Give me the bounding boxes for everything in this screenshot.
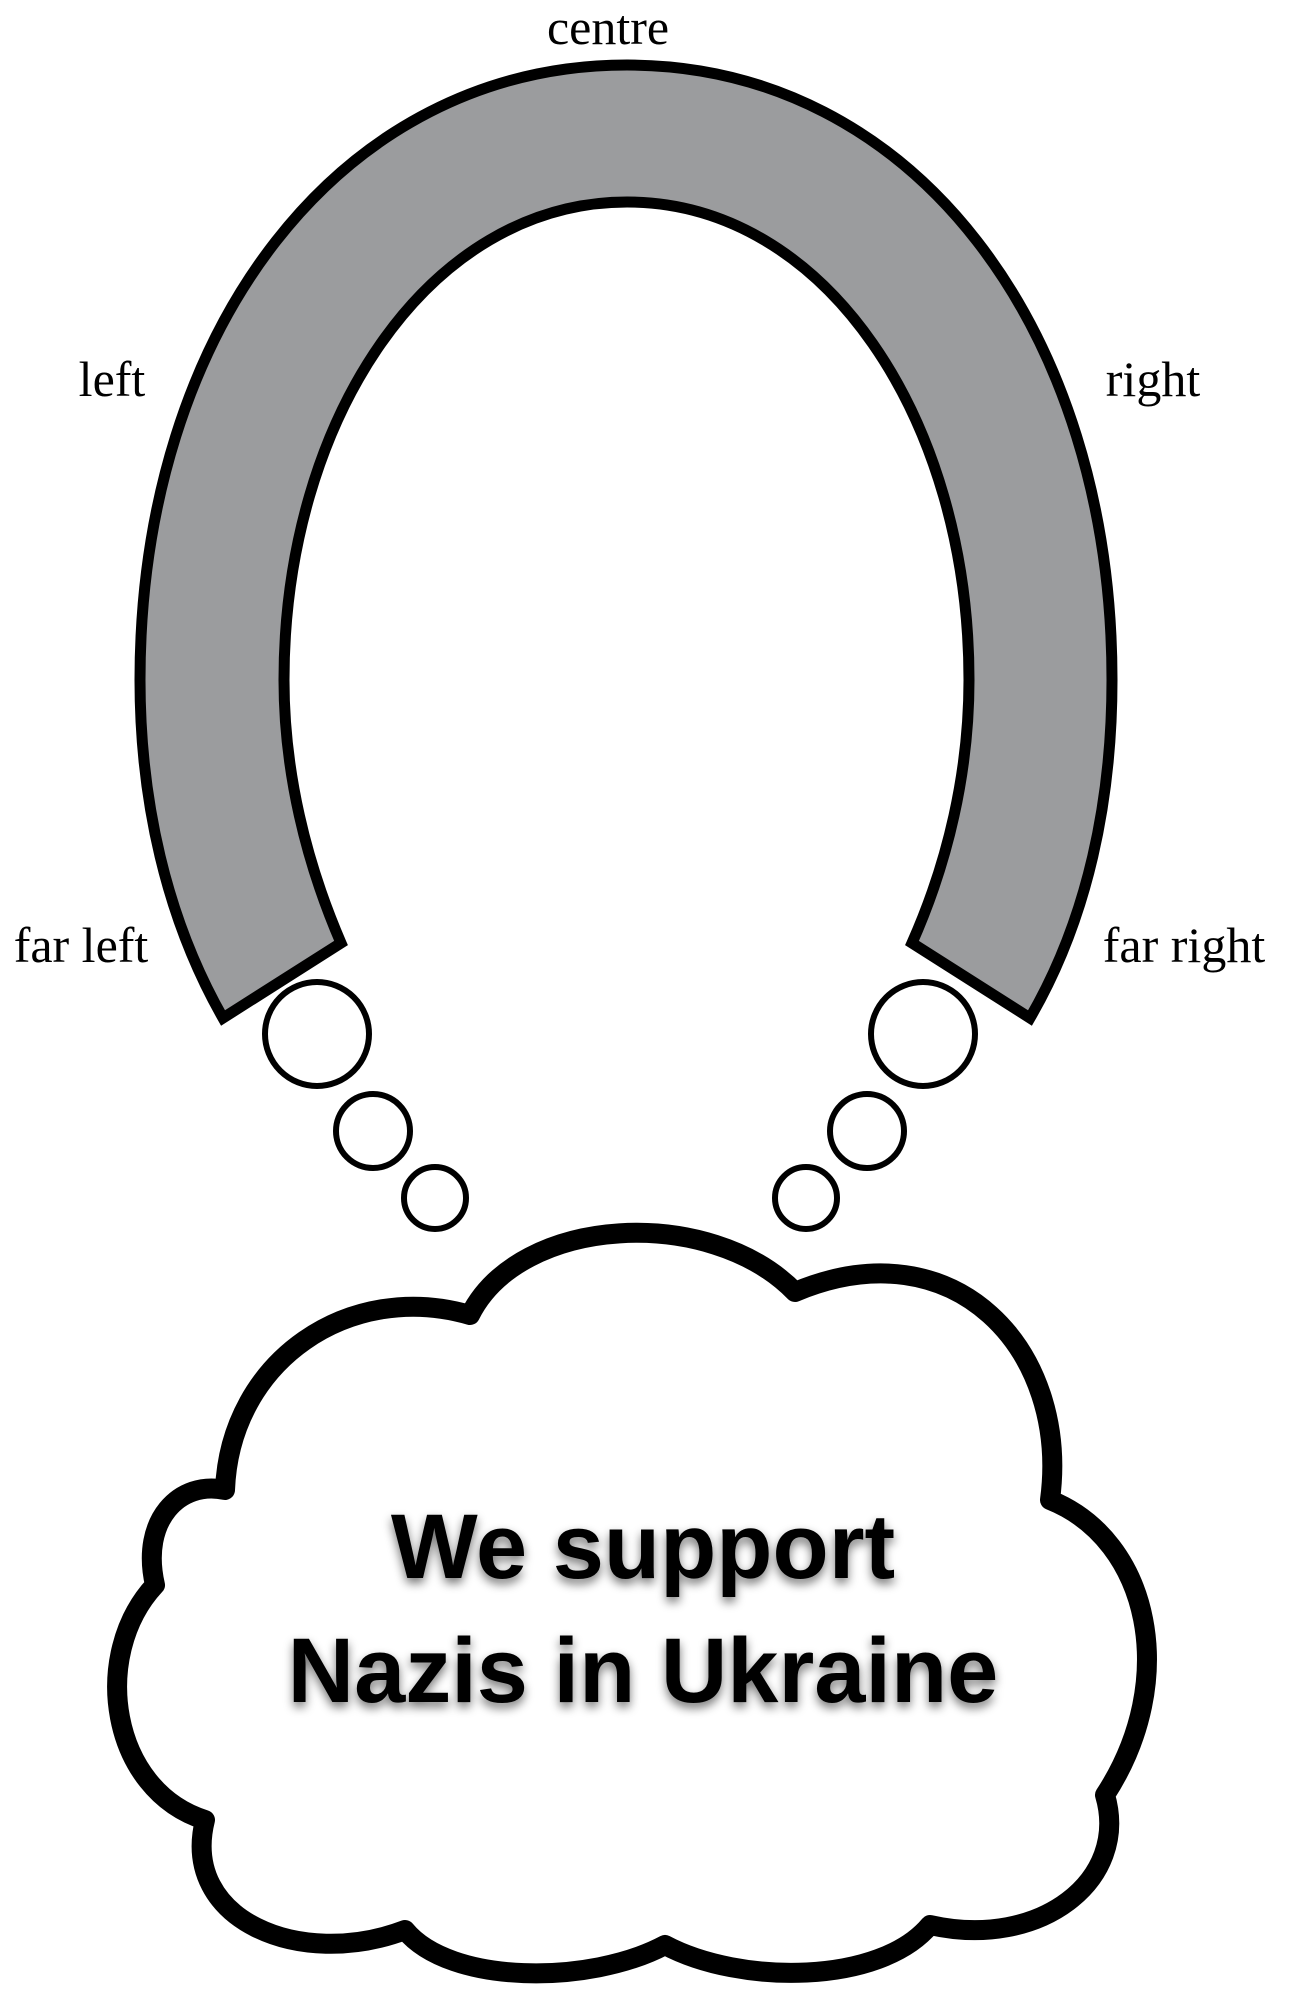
thought-bubble-right-small [772,1164,840,1232]
label-centre: centre [547,0,669,55]
thought-bubble-right-large [868,979,978,1089]
label-right: right [1106,351,1201,407]
label-far-right: far right [1103,917,1266,973]
thought-cloud [107,1222,1157,1984]
thought-bubble-left-small [401,1164,469,1232]
horseshoe-arc [134,59,1118,1026]
thought-bubble-right-medium [827,1091,907,1171]
cloud-text-line-1: We support [391,1496,895,1598]
label-far-left: far left [14,917,149,973]
cloud-text-line-2: Nazis in Ukraine [288,1620,999,1722]
thought-bubble-left-medium [333,1091,413,1171]
label-left: left [79,351,146,407]
thought-bubble-left-large [262,979,372,1089]
